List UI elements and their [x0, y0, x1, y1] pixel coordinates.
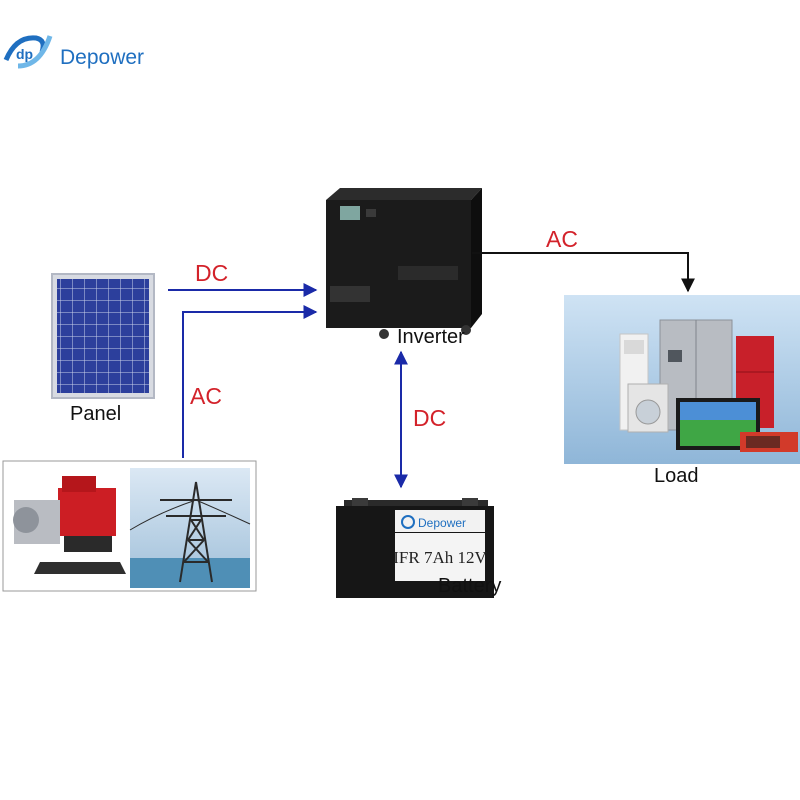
microwave-icon [740, 432, 798, 452]
battery-logo-icon [401, 515, 415, 529]
grid-to-inverter-wire [182, 305, 318, 458]
battery-image: Depower IFR 7Ah 12V [336, 498, 494, 598]
inverter-image [326, 188, 482, 339]
brand-logo: dp Depower [3, 35, 144, 69]
load-appliances-image [564, 295, 800, 464]
depower-logo-icon: dp [3, 35, 53, 69]
solar-panel-image [51, 273, 155, 399]
battery-label: Battery [438, 575, 501, 597]
dc-flow-label-battery: DC [413, 405, 446, 431]
washing-machine-icon [627, 383, 669, 433]
battery-spec-text: IFR 7Ah 12V [393, 548, 487, 567]
load-label: Load [654, 465, 699, 487]
battery-brand: Depower [418, 516, 466, 530]
diesel-generator-icon [13, 476, 126, 574]
television-icon [676, 398, 760, 450]
dc-flow-label-panel: DC [195, 260, 228, 286]
panel-label: Panel [70, 403, 121, 425]
svg-text:dp: dp [16, 46, 33, 62]
ac-flow-label-grid: AC [190, 383, 222, 409]
inverter-to-load-wire [472, 252, 695, 293]
grid-generator-image [2, 460, 257, 592]
brand-name: Depower [60, 46, 144, 69]
ac-flow-label-load: AC [546, 226, 578, 252]
inverter-label: Inverter [397, 326, 465, 348]
transmission-tower-icon [129, 481, 251, 583]
